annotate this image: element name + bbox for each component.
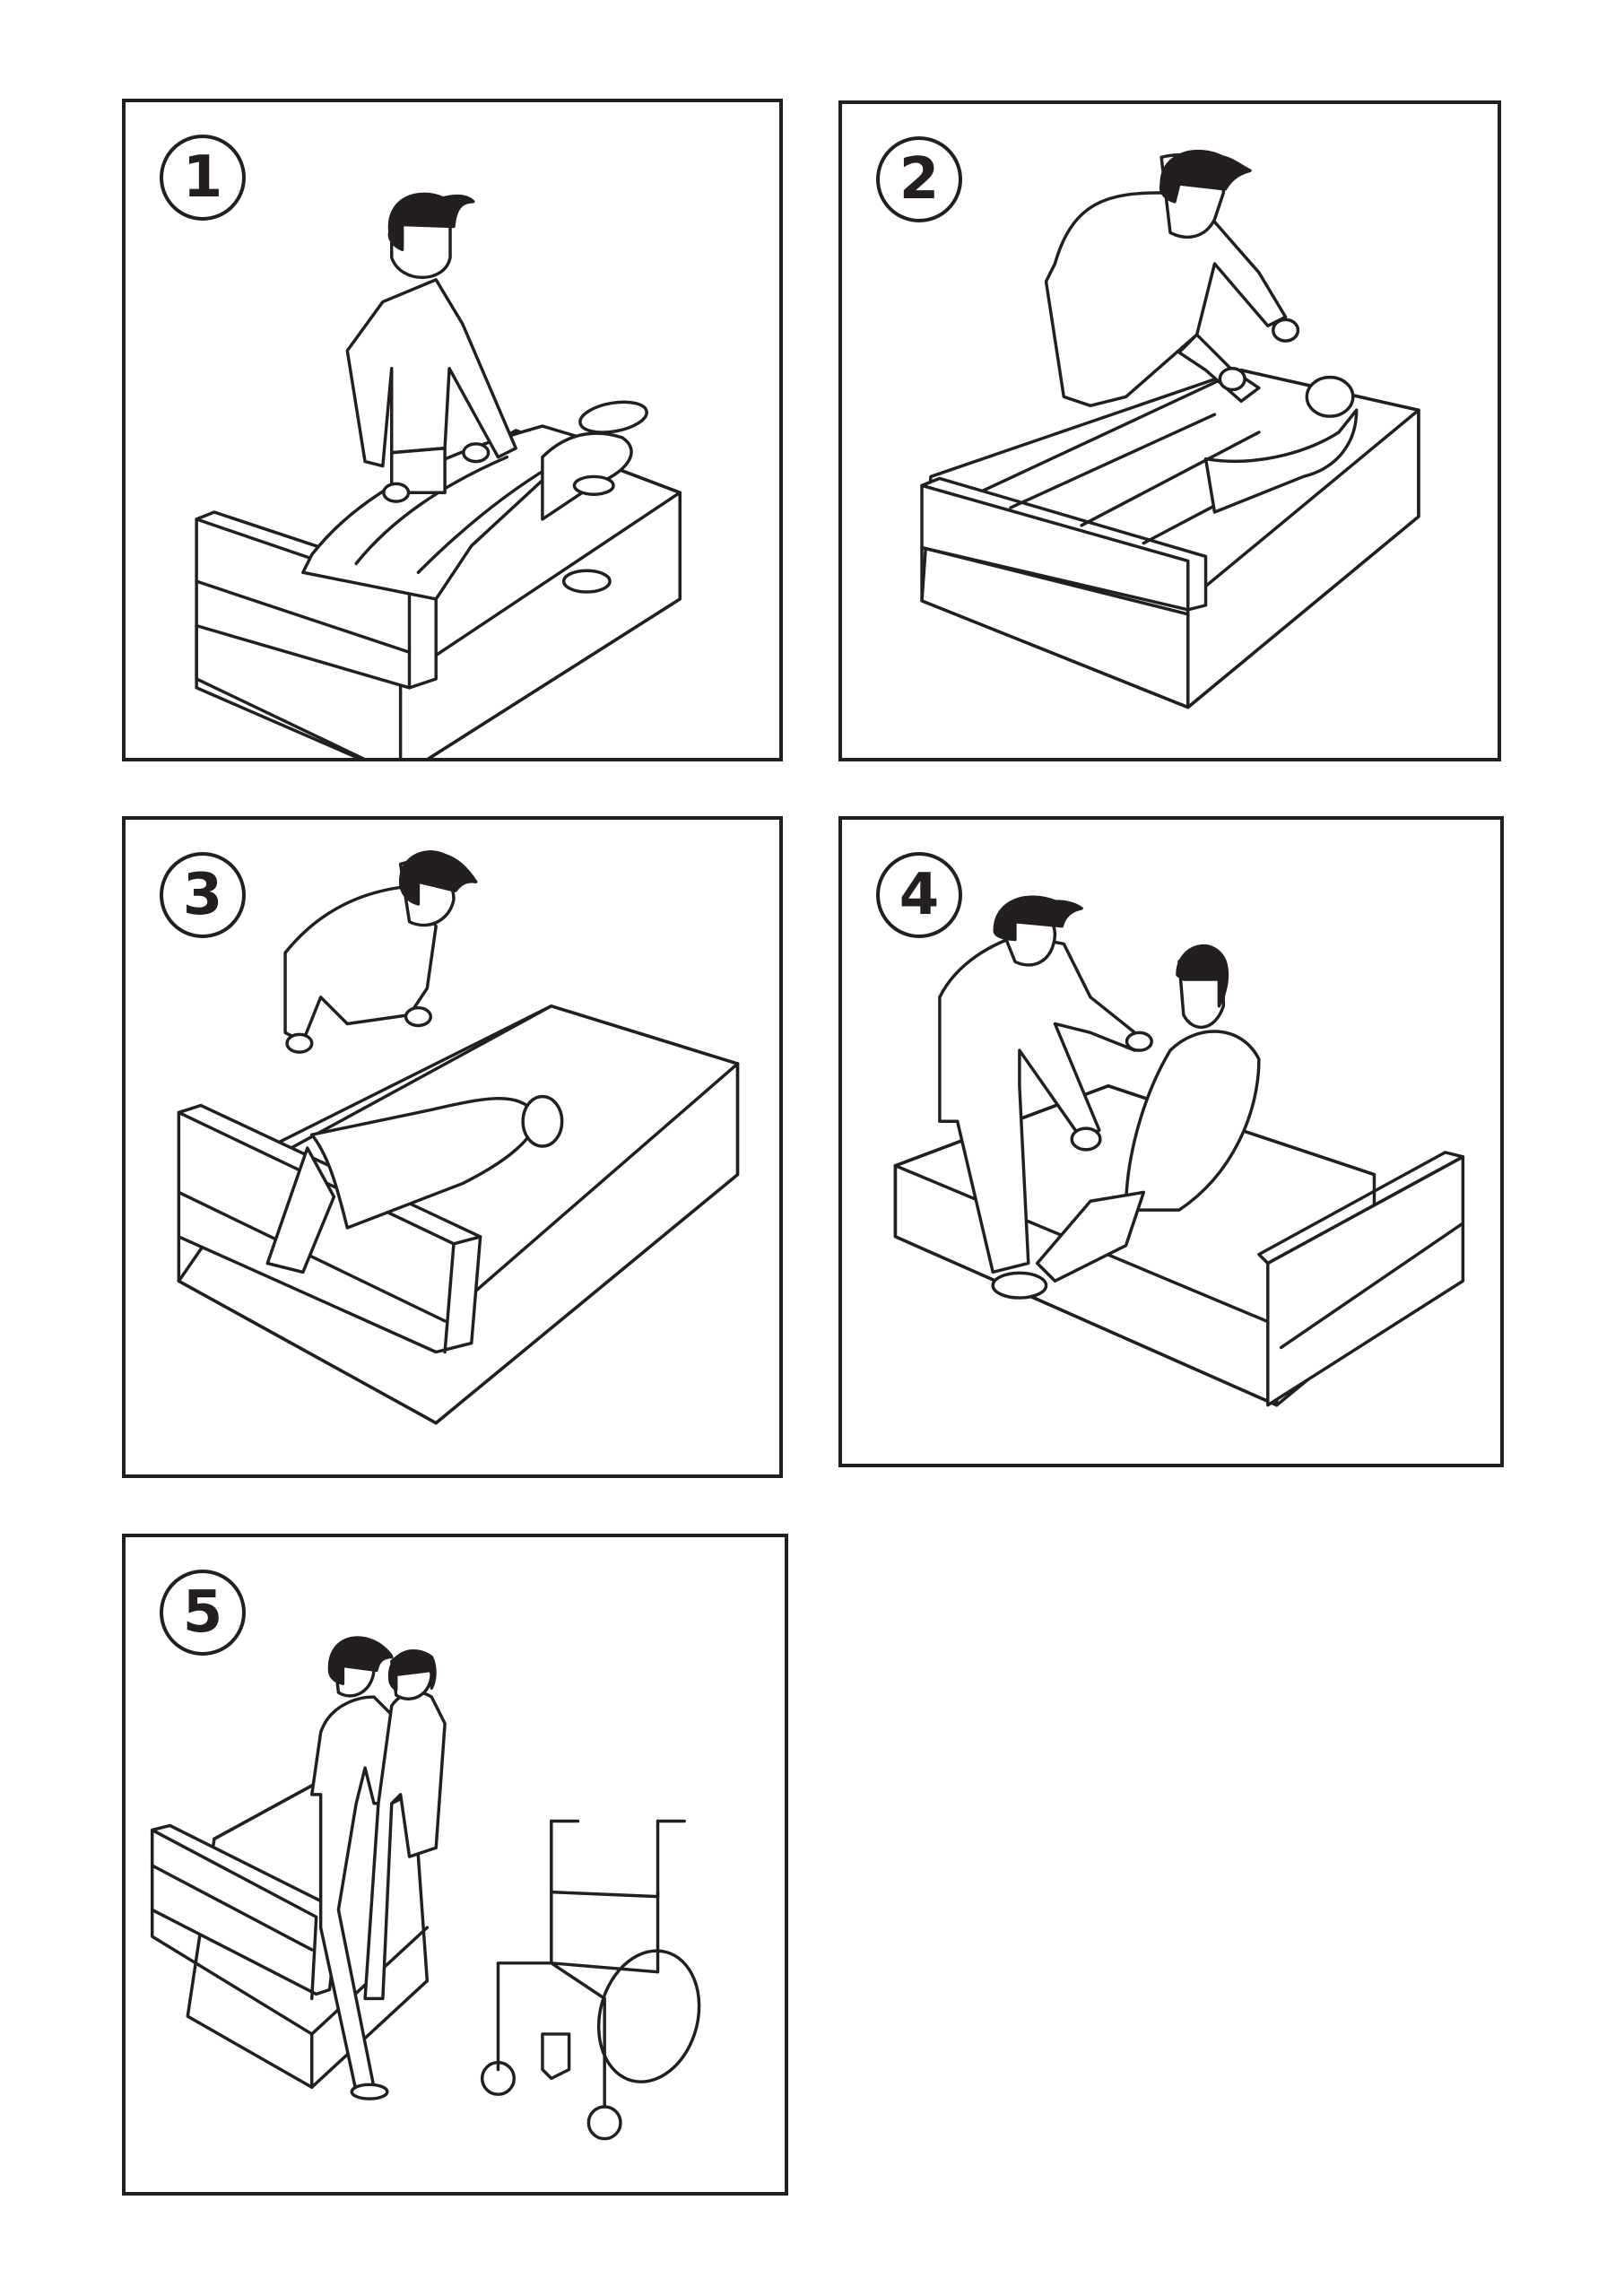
step-panel-1: 1 Caregiver stands beside bed; patient l…	[122, 99, 783, 761]
step-panel-3: 3 Caregiver rolls the patient onto the s…	[122, 816, 783, 1478]
step-number-badge: 4	[876, 852, 962, 938]
caregiver-icon	[345, 192, 517, 503]
step-number-badge: 3	[160, 852, 246, 938]
step-panel-2: 2 Caregiver leans over bed, tucking the …	[838, 100, 1501, 761]
step-number: 1	[182, 144, 223, 211]
bed-icon	[177, 1004, 740, 1425]
patient-sitting-icon	[991, 944, 1261, 1300]
caregiver-icon	[1044, 149, 1300, 408]
transfer-sheet-icon	[1203, 408, 1359, 514]
step-panel-5: 5 Caregiver stands face-to-face holding …	[122, 1534, 788, 2196]
pivot-transfer-to-wheelchair-illustration	[150, 1636, 701, 2141]
bed-icon	[920, 369, 1420, 709]
caregiver-spreading-sheet-illustration	[195, 192, 682, 758]
patient-wrapped-icon	[265, 1094, 564, 1274]
wheelchair-icon	[480, 1819, 701, 2141]
step-number: 4	[899, 862, 940, 928]
step-panel-4: 4 Caregiver helps patient sit up on edge…	[838, 816, 1504, 1467]
caregiver-tucking-sheet-illustration	[920, 149, 1420, 709]
step-number-badge: 1	[160, 135, 246, 221]
step-number-badge: 5	[160, 1570, 246, 1656]
patient-standing-icon	[363, 1649, 447, 2001]
step-number: 2	[899, 146, 940, 213]
patient-sitting-up-illustration	[893, 895, 1465, 1407]
step-number: 3	[182, 862, 223, 928]
caregiver-icon	[283, 850, 478, 1054]
step-number-badge: 2	[876, 136, 962, 222]
step-number: 5	[182, 1579, 223, 1646]
caregiver-icon	[938, 895, 1153, 1274]
patient-lying-icon	[301, 400, 648, 601]
patient-head-icon	[1305, 375, 1355, 418]
caregiver-rolling-patient-illustration	[177, 850, 740, 1425]
